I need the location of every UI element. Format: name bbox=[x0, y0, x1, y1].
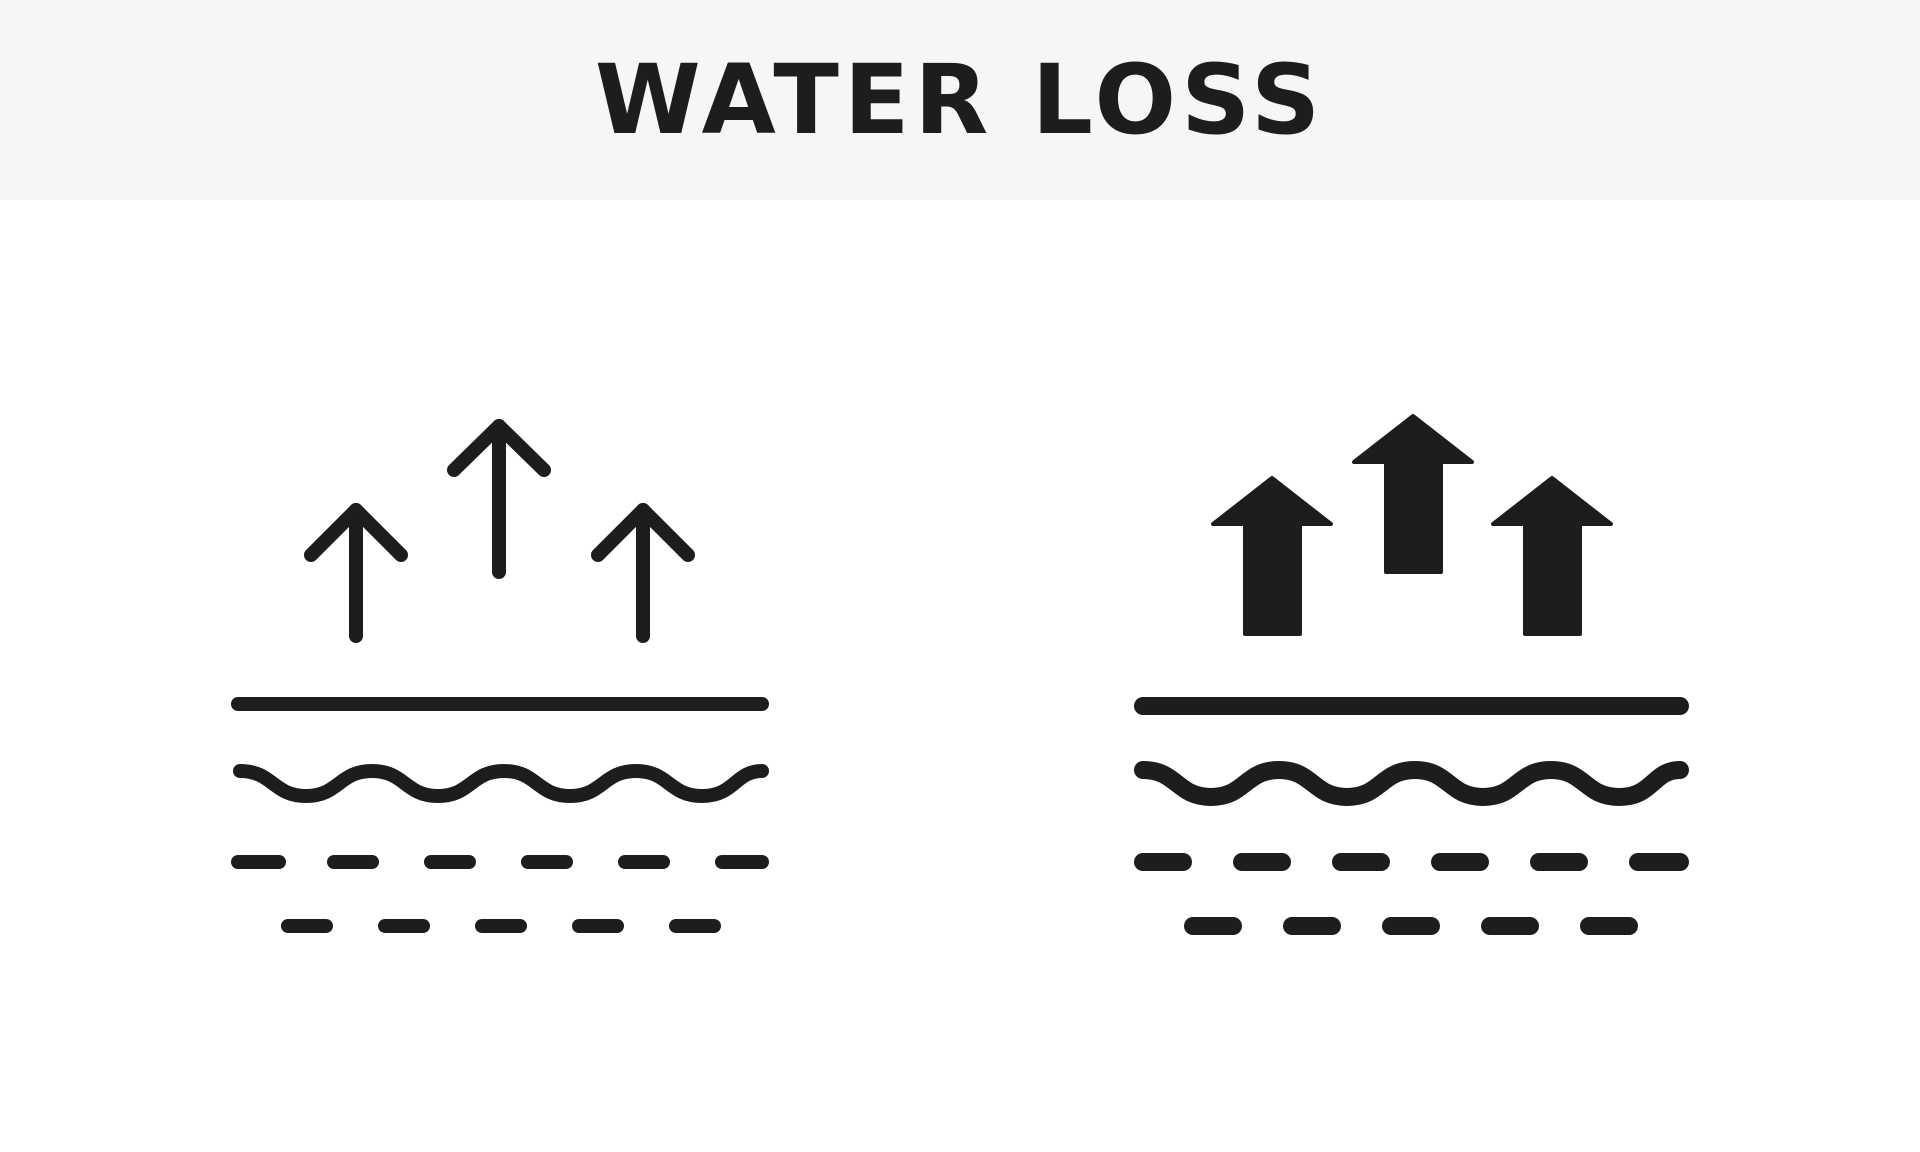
wave-line bbox=[1134, 761, 1689, 806]
up-arrow-icon bbox=[447, 419, 551, 579]
title-banner: WATER LOSS bbox=[0, 0, 1920, 200]
up-arrow-icon bbox=[1491, 476, 1613, 636]
up-arrow-icon bbox=[304, 503, 408, 643]
outline-arrows bbox=[304, 419, 695, 643]
up-arrow-icon bbox=[1211, 476, 1333, 636]
wave-line bbox=[233, 764, 769, 803]
up-arrow-icon bbox=[591, 503, 695, 643]
solid-arrows bbox=[1211, 414, 1613, 636]
icon-canvas bbox=[0, 200, 1920, 1152]
page-title: WATER LOSS bbox=[594, 44, 1326, 156]
up-arrow-icon bbox=[1352, 414, 1474, 574]
water-loss-solid-icon bbox=[1134, 414, 1689, 935]
water-loss-outline-icon bbox=[231, 419, 769, 933]
